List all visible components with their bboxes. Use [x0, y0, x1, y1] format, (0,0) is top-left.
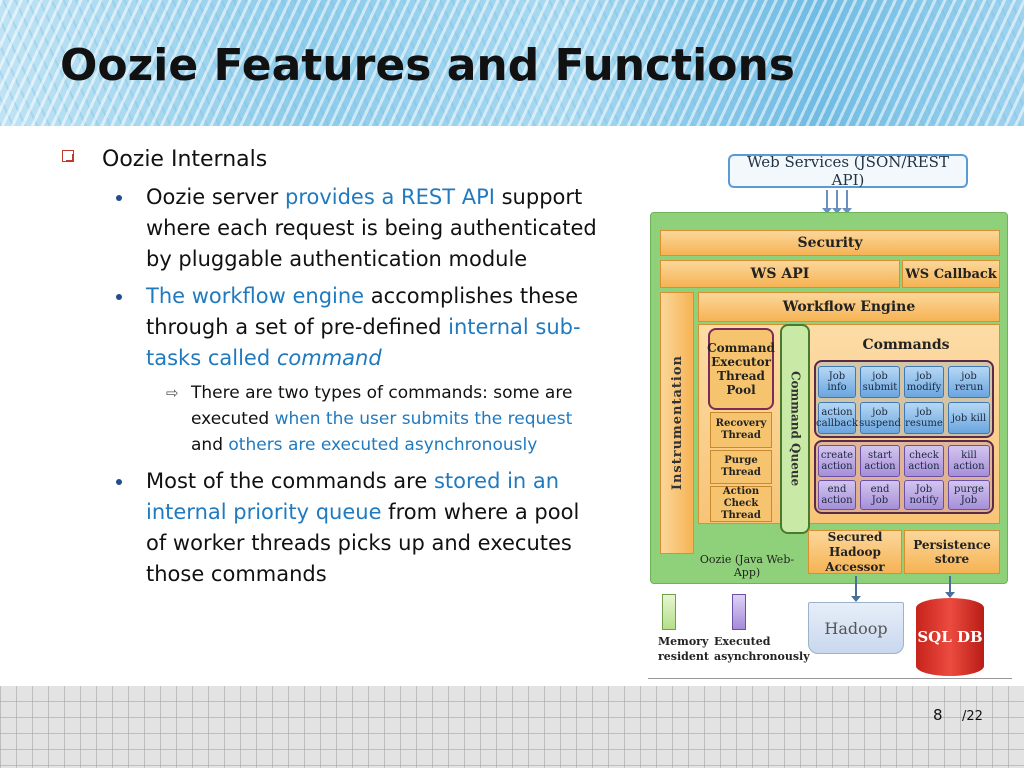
web-services-box: Web Services (JSON/REST API): [728, 153, 968, 189]
action-check-thread: Action Check Thread: [710, 486, 772, 522]
page-total: /22: [962, 709, 983, 724]
cmd-job-notify: Job notify: [904, 480, 944, 510]
highlight-text: stored in an internal priority queue: [146, 469, 560, 524]
heading-text: Oozie Internals: [102, 147, 268, 172]
cmd-job-info: Job info: [818, 366, 856, 398]
bullet-workflow-engine: The workflow engine accomplishes these t…: [60, 281, 600, 374]
page-number: 8: [933, 706, 943, 724]
dot-bullet-icon: [116, 479, 122, 485]
label: Thread: [721, 467, 761, 478]
subbullet-command-types: ⇨ There are two types of commands: some …: [60, 380, 600, 458]
label: Purge: [724, 455, 758, 466]
dot-bullet-icon: [116, 195, 122, 201]
label: Secured Hadoop: [827, 529, 883, 559]
recovery-thread: Recovery Thread: [710, 412, 772, 448]
instrumentation-layer: Instrumentation: [660, 292, 694, 554]
sql-db-cylinder: SQL DB: [916, 598, 984, 676]
label: Memory: [658, 635, 709, 648]
cmd-check-action: check action: [904, 445, 944, 477]
command-queue-label: Command Queue: [788, 371, 803, 487]
cmd-create-action: create action: [818, 445, 856, 477]
bullet-priority-queue: Most of the commands are stored in an in…: [60, 466, 600, 590]
cmd-purge-job: purge Job: [948, 480, 990, 510]
ws-api-layer: WS API: [660, 260, 900, 288]
label: resident: [658, 650, 709, 663]
bullet-oozie-internals: Oozie Internals: [60, 146, 600, 174]
checkbox-bullet-icon: [62, 150, 74, 162]
label: Executed: [714, 635, 771, 648]
text: and: [191, 435, 229, 455]
diagram-bottom-rule: [648, 678, 1012, 679]
legend-async-label: Executed asynchronously: [714, 634, 810, 664]
instrumentation-label: Instrumentation: [669, 355, 685, 491]
cmd-kill-action: kill action: [948, 445, 990, 477]
purge-thread: Purge Thread: [710, 450, 772, 484]
cmd-job-modify: job modify: [904, 366, 944, 398]
down-arrow-icon: [822, 190, 832, 214]
oozie-webapp-label: Oozie (Java Web-App): [699, 553, 795, 579]
highlight-text: others are executed asynchronously: [228, 435, 538, 455]
arrow-bullet-icon: ⇨: [166, 384, 179, 402]
secured-hadoop-accessor: Secured Hadoop Accessor: [808, 530, 902, 574]
legend-memory-label: Memory resident: [658, 634, 728, 664]
label: Action Check: [722, 486, 760, 509]
cmd-job-resume: job resume: [904, 402, 944, 434]
label: Thread: [717, 369, 765, 383]
text: There are two types of commands: some ar…: [191, 383, 573, 429]
text: Most of the commands are: [146, 469, 434, 493]
cmd-end-job: end Job: [860, 480, 900, 510]
slide-header: [0, 0, 1024, 126]
hadoop-box: Hadoop: [808, 602, 904, 654]
persistence-store: Persistence store: [904, 530, 1000, 574]
highlight-text: when the user submits the request: [274, 409, 573, 429]
label: Pool: [726, 383, 756, 397]
legend-memory-swatch: [662, 594, 676, 630]
text: Oozie server: [146, 185, 285, 209]
label: Thread: [721, 430, 761, 441]
down-arrow-icon: [842, 190, 852, 214]
label: Executor: [711, 355, 771, 369]
command-queue: Command Queue: [780, 324, 810, 534]
label: Thread: [721, 510, 761, 521]
cmd-end-action: end action: [818, 480, 856, 510]
cmd-job-suspend: job suspend: [859, 402, 901, 434]
cmd-action-callback: action callback: [816, 402, 858, 434]
ws-callback-layer: WS Callback: [902, 260, 1000, 288]
dot-bullet-icon: [116, 294, 122, 300]
slide-title: Oozie Features and Functions: [60, 40, 795, 91]
oozie-architecture-diagram: Web Services (JSON/REST API) Security WS…: [648, 150, 1012, 680]
label: asynchronously: [714, 650, 810, 663]
down-arrow-icon: [832, 190, 842, 214]
text: support where each request is being auth…: [146, 185, 597, 271]
text: from where a pool of worker threads pick…: [146, 500, 580, 586]
command-executor-pool: Command Executor Thread Pool: [707, 328, 775, 410]
slide-footer: [0, 686, 1024, 768]
cmd-job-rerun: job rerun: [948, 366, 990, 398]
slide-content: Oozie Internals Oozie server provides a …: [60, 146, 600, 596]
cmd-job-kill: job kill: [948, 402, 990, 434]
bullet-rest-api: Oozie server provides a REST API support…: [60, 182, 600, 275]
label: Accessor: [825, 559, 885, 574]
highlight-italic-text: command: [276, 346, 382, 370]
security-layer: Security: [660, 230, 1000, 256]
label: Command: [707, 341, 775, 355]
highlight-text: internal sub-tasks called: [146, 315, 581, 370]
highlight-text: The workflow engine: [146, 284, 365, 308]
text: accomplishes these through a set of pre-…: [146, 284, 579, 339]
workflow-engine-layer: Workflow Engine: [698, 292, 1000, 322]
legend-async-swatch: [732, 594, 746, 630]
label: Recovery: [715, 418, 767, 429]
cmd-job-submit: job submit: [860, 366, 900, 398]
commands-title: Commands: [862, 337, 950, 353]
cmd-start-action: start action: [860, 445, 900, 477]
highlight-text: provides a REST API: [284, 185, 495, 209]
down-arrow-icon: [851, 576, 861, 602]
down-arrow-icon: [945, 576, 955, 598]
